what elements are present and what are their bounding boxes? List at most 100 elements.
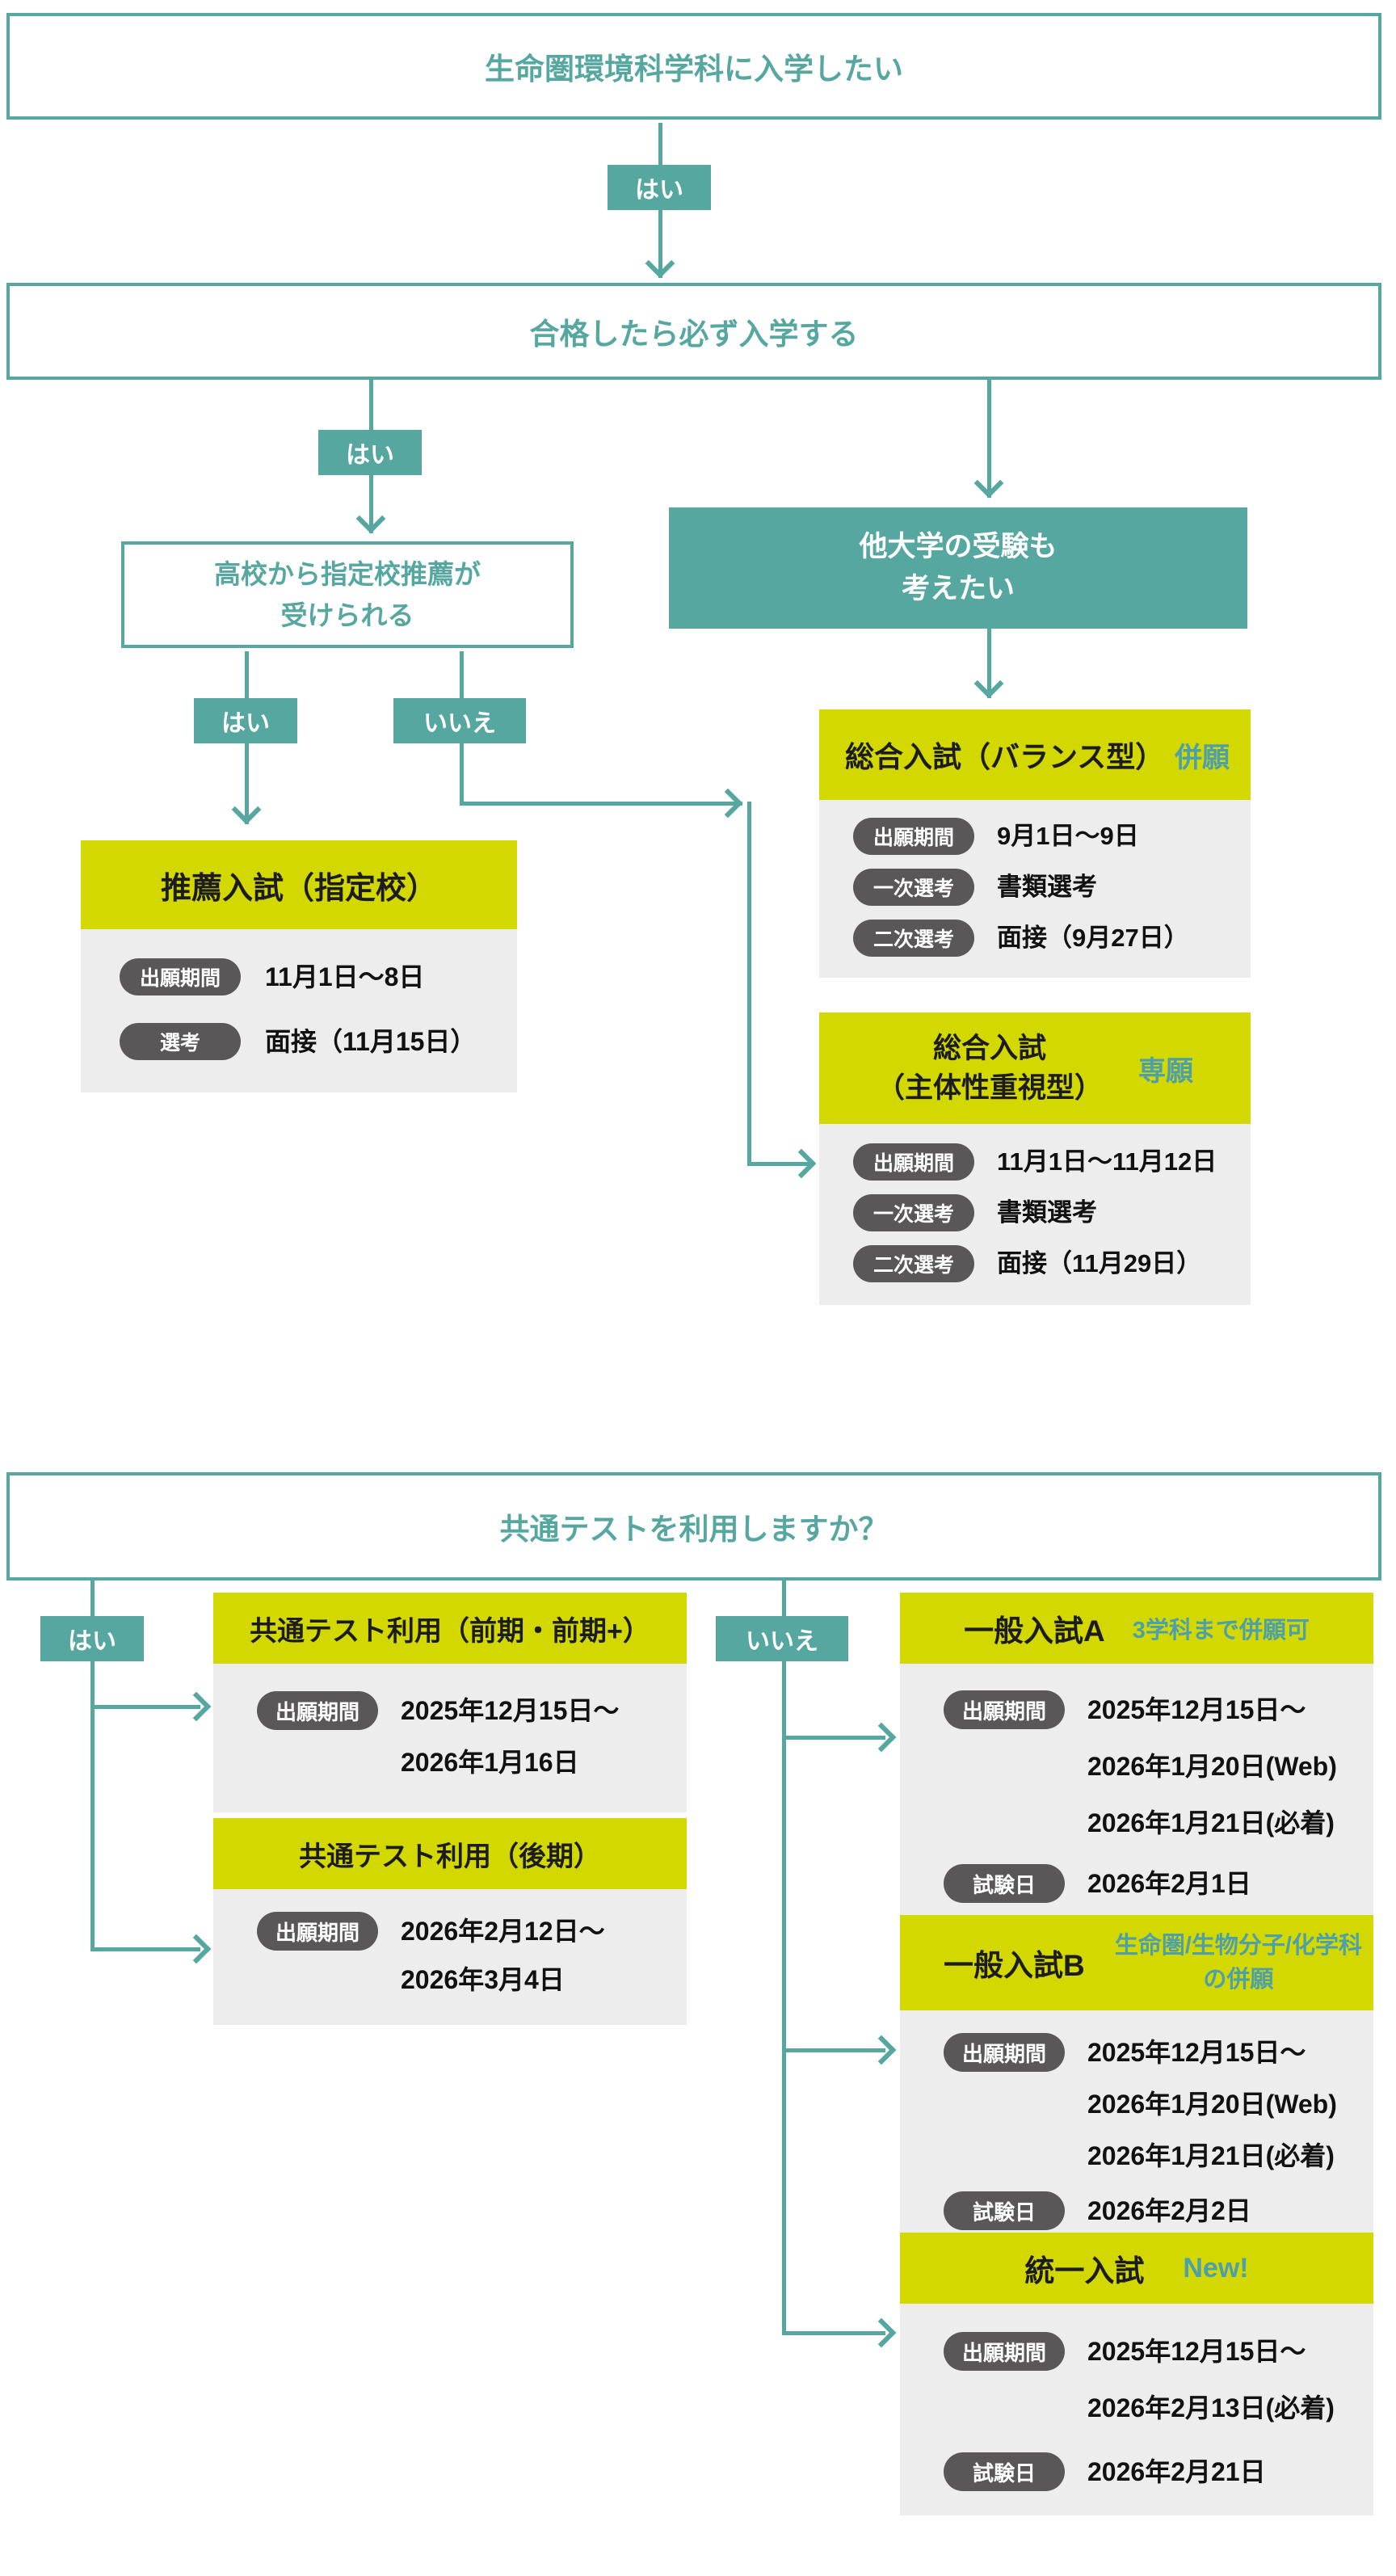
arrow-right-icon — [181, 1691, 212, 1722]
spec-value: 2025年12月15日〜 2026年1月20日(Web) 2026年1月21日(… — [1087, 2038, 1337, 2170]
connector-into-zenki — [90, 1705, 200, 1709]
spec-pill: 出願期間 — [853, 1143, 974, 1181]
card-touitsu: 統一入試 New! 出願期間 2025年12月15日〜 2026年2月13日(必… — [900, 2233, 1373, 2515]
arrow-down-icon — [973, 468, 1004, 499]
card-tag: 併願 — [1175, 742, 1230, 773]
spec-row: 一次選考 書類選考 — [853, 1194, 1238, 1231]
connector-q2-other — [987, 380, 991, 498]
arrow-right-icon — [786, 1148, 817, 1179]
connector-no-right — [460, 802, 742, 806]
card-header: 総合入試 （主体性重視型） 専願 — [819, 1012, 1251, 1124]
card-title: 共通テスト利用（後期） — [299, 1841, 601, 1872]
spec-row: 試験日 2026年2月21日 — [944, 2452, 1362, 2491]
card-balance: 総合入試（バランス型） 併願 出願期間 9月1日〜9日 一次選考 書類選考 二次… — [819, 709, 1251, 978]
question-text: 共通テストを利用しますか？ — [499, 1513, 889, 1546]
card-suisen: 推薦入試（指定校） 出願期間 11月1日〜8日 選考 面接（11月15日） — [81, 840, 517, 1092]
yes-badge-left: はい — [318, 430, 422, 475]
spec-value: 2025年12月15日〜 2026年1月16日 — [401, 1696, 620, 1777]
card-title: 推薦入試（指定校） — [160, 871, 437, 906]
connector-into-kouki — [90, 1947, 200, 1951]
spec-pill: 出願期間 — [120, 958, 241, 995]
spec-row: 二次選考 面接（11月29日） — [853, 1245, 1238, 1282]
spec-row: 出願期間 11月1日〜11月12日 — [853, 1143, 1238, 1181]
spec-row: 試験日 2026年2月1日 — [944, 1864, 1362, 1903]
box-other-university: 他大学の受験も 考えたい — [669, 507, 1247, 629]
spec-pill: 二次選考 — [853, 1245, 974, 1282]
card-title: 共通テスト利用（前期・前期+） — [250, 1615, 650, 1647]
spec-row: 出願期間 2026年2月12日〜 2026年3月4日 — [257, 1907, 674, 2004]
card-header: 推薦入試（指定校） — [81, 840, 517, 929]
question-box-definitely-enroll: 合格したら必ず入学する — [6, 283, 1381, 380]
card-body: 出願期間 2025年12月15日〜 2026年1月20日(Web) 2026年1… — [900, 1664, 1373, 1927]
question-box-enter-department: 生命圏環境科学科に入学したい — [6, 13, 1381, 120]
arrow-right-icon — [181, 1934, 212, 1964]
spec-pill: 出願期間 — [853, 818, 974, 855]
card-kyotsu-kouki: 共通テスト利用（後期） 出願期間 2026年2月12日〜 2026年3月4日 — [213, 1818, 687, 2025]
card-title: 統一入試 — [1024, 2254, 1145, 2288]
question-box-common-test: 共通テストを利用しますか？ — [6, 1472, 1381, 1581]
connector-other-balance — [987, 629, 991, 698]
spec-value: 2026年2月12日〜 2026年3月4日 — [401, 1917, 605, 1994]
spec-value: 2025年12月15日〜 2026年1月20日(Web) 2026年1月21日(… — [1087, 1695, 1337, 1837]
spec-row: 出願期間 2025年12月15日〜 2026年1月20日(Web) 2026年1… — [944, 2027, 1362, 2182]
arrow-right-icon — [713, 788, 743, 819]
spec-pill: 出願期間 — [257, 1691, 378, 1730]
spec-row: 出願期間 2025年12月15日〜 2026年1月20日(Web) 2026年1… — [944, 1682, 1362, 1851]
spec-pill: 試験日 — [944, 1864, 1065, 1903]
card-ippan-b: 一般入試B 生命圏/生物分子/化学科 の併願 出願期間 2025年12月15日〜… — [900, 1915, 1373, 2251]
spec-pill: 出願期間 — [257, 1912, 378, 1951]
spec-pill: 出願期間 — [944, 2033, 1065, 2072]
spec-row: 一次選考 書類選考 — [853, 869, 1238, 906]
spec-pill: 出願期間 — [944, 2332, 1065, 2371]
arrow-down-icon — [973, 668, 1004, 699]
card-body: 出願期間 2025年12月15日〜 2026年1月16日 — [213, 1664, 687, 1812]
card-title: 一般入試B — [944, 1949, 1085, 1982]
spec-pill: 試験日 — [944, 2191, 1065, 2230]
card-body: 出願期間 9月1日〜9日 一次選考 書類選考 二次選考 面接（9月27日） — [819, 800, 1251, 978]
arrow-down-icon — [355, 503, 386, 534]
card-body: 出願期間 2025年12月15日〜 2026年2月13日(必着) 試験日 202… — [900, 2304, 1373, 2515]
connector-into-touitsu — [782, 2331, 885, 2335]
card-header: 総合入試（バランス型） 併願 — [819, 709, 1251, 800]
spec-row: 出願期間 11月1日〜8日 — [120, 958, 501, 995]
connector-into-ippanA — [782, 1736, 885, 1740]
spec-pill: 二次選考 — [853, 920, 974, 957]
spec-row: 試験日 2026年2月2日 — [944, 2191, 1362, 2230]
card-header: 一般入試B 生命圏/生物分子/化学科 の併願 — [900, 1915, 1373, 2010]
card-title: 一般入試A — [964, 1614, 1105, 1648]
card-tag: New! — [1183, 2252, 1249, 2283]
card-header: 共通テスト利用（前期・前期+） — [213, 1593, 687, 1664]
card-body: 出願期間 2026年2月12日〜 2026年3月4日 — [213, 1889, 687, 2025]
connector-no-into-shutai — [747, 1162, 812, 1166]
connector-into-ippanB — [782, 2048, 885, 2052]
spec-pill: 選考 — [120, 1023, 241, 1060]
card-body: 出願期間 11月1日〜11月12日 一次選考 書類選考 二次選考 面接（11月2… — [819, 1124, 1251, 1305]
card-ippan-a: 一般入試A 3学科まで併願可 出願期間 2025年12月15日〜 2026年1月… — [900, 1593, 1373, 1927]
no-badge-flow2: いいえ — [716, 1616, 848, 1661]
spec-pill: 試験日 — [944, 2452, 1065, 2491]
arrow-down-icon — [645, 248, 675, 279]
yes-badge-top: はい — [608, 165, 711, 210]
card-header: 共通テスト利用（後期） — [213, 1818, 687, 1889]
card-kyotsu-zenki: 共通テスト利用（前期・前期+） 出願期間 2025年12月15日〜 2026年1… — [213, 1593, 687, 1812]
card-tag: 専願 — [1138, 1055, 1193, 1087]
connector-no-down-2 — [747, 802, 751, 1165]
connector-yes-trunk — [90, 1581, 95, 1951]
arrow-right-icon — [866, 2317, 897, 2348]
spec-value: 2025年12月15日〜 2026年2月13日(必着) — [1087, 2337, 1335, 2422]
yes-badge-flow2: はい — [40, 1616, 144, 1661]
spec-row: 選考 面接（11月15日） — [120, 1023, 501, 1060]
spec-row: 出願期間 2025年12月15日〜 2026年1月16日 — [257, 1685, 674, 1788]
card-tag: 生命圏/生物分子/化学科 の併願 — [1114, 1932, 1362, 1993]
arrow-down-icon — [231, 794, 262, 825]
no-badge-q3: いいえ — [393, 698, 526, 743]
connector-no-trunk — [782, 1581, 786, 2335]
card-body: 出願期間 2025年12月15日〜 2026年1月20日(Web) 2026年1… — [900, 2010, 1373, 2251]
arrow-right-icon — [866, 1722, 897, 1753]
question-text: 合格したら必ず入学する — [529, 318, 859, 351]
spec-row: 出願期間 2025年12月15日〜 2026年2月13日(必着) — [944, 2323, 1362, 2436]
card-header: 一般入試A 3学科まで併願可 — [900, 1593, 1373, 1664]
spec-pill: 一次選考 — [853, 869, 974, 906]
spec-pill: 出願期間 — [944, 1690, 1065, 1729]
